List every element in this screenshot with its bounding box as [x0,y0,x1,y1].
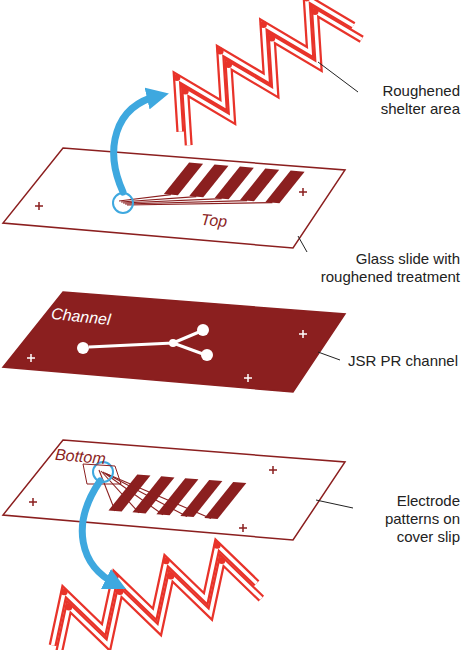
electrode-trace [127,203,272,205]
channel-reservoir [169,339,177,347]
callout-label: Glass slide with roughened treatment [312,250,460,286]
electrode-zoom [53,542,262,650]
shelter-tip [260,21,267,28]
zoom-circle [113,193,133,213]
shelter-tip [116,588,123,595]
leader-line [316,500,353,508]
electrode-trace [105,473,187,517]
slide-shape [3,440,345,540]
electrode-pad [204,482,246,519]
alignment-mark [261,178,269,186]
leader-line [318,352,340,360]
shelter-tip [303,0,310,1]
alignment-mark [244,374,252,382]
slide-outline [3,148,347,250]
shelter-tip [214,542,221,549]
shelter-tip [167,572,174,579]
zigzag-inner [57,560,261,650]
shelter-tip [61,588,68,595]
slide-shape [3,148,345,248]
channel-reservoir [201,349,213,361]
alignment-mark [299,188,307,196]
glass-slide: Top [3,148,347,250]
shelter-tip [268,35,275,42]
electrode-zoom [173,0,361,145]
electrode-trace [107,474,211,518]
callout-label: Electrode patterns on cover slip [358,492,460,546]
channel-reservoir [197,324,209,336]
shelter-tip [225,61,232,68]
shelter-tip [218,557,225,564]
alignment-mark [239,524,247,532]
layer-name: Channel [50,305,111,329]
shelter-tip [65,603,72,610]
slide-shape [3,292,345,392]
microchannel [89,332,203,354]
alignment-mark [35,202,43,210]
leader-line [298,236,307,252]
alignment-mark [27,354,35,362]
electrode-trace [103,472,163,515]
cover-slip: Bottom [3,440,347,542]
zigzag-electrode [185,12,361,146]
zigzag-electrode [57,560,261,650]
callout-box: JSR PR channel [345,352,458,370]
shelter-tip [173,74,180,81]
callout-box: Glass slide with roughened treatment [312,250,460,286]
layer-name: Bottom [54,446,106,468]
shelter-tip [217,47,224,54]
alignment-mark [29,498,37,506]
electrode-pad [265,171,304,204]
alignment-mark [299,330,307,338]
leader-line [318,62,358,92]
channel-layer: Channel [3,292,347,394]
shelter-tip [163,557,170,564]
electrode-trace [101,471,139,513]
callout-box: Electrode patterns on cover slip [358,492,460,546]
shelter-tip [312,8,319,15]
callout-label: JSR PR channel [345,352,458,370]
channel-reservoir [77,342,89,354]
alignment-mark [269,466,277,474]
shelter-tip [182,88,189,95]
callout-label: Roughened shelter area [363,82,460,118]
layer-name: Top [200,211,228,231]
callout-box: Roughened shelter area [363,82,460,118]
zigzag-inner [185,12,361,146]
